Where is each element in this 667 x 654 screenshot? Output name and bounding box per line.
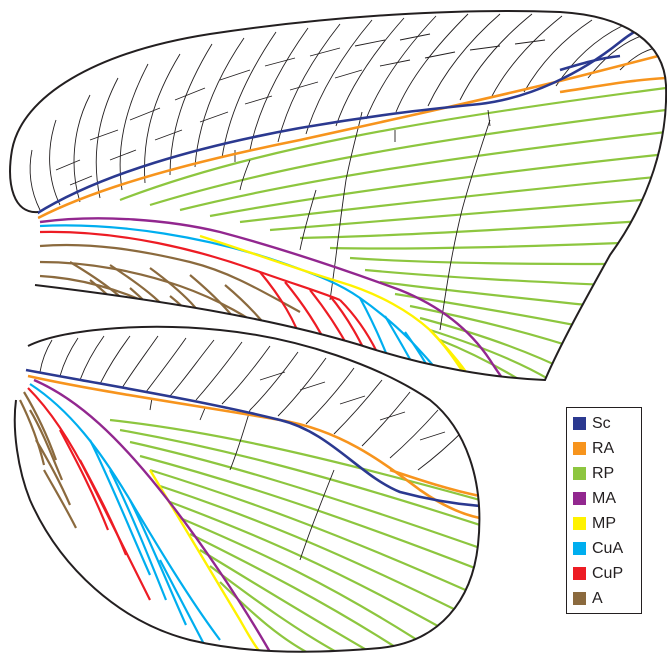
hindwing-sc-vein (25, 368, 480, 508)
legend-swatch-sc (573, 417, 586, 430)
hindwing-ma-vein (33, 378, 272, 652)
legend-swatch-ma (573, 492, 586, 505)
legend-item-cup: CuP (573, 561, 641, 586)
hindwing (13, 325, 481, 653)
legend-label-ra: RA (592, 439, 615, 457)
legend-swatch-rp (573, 467, 586, 480)
legend-label-ma: MA (592, 489, 616, 507)
hindwing-anal-veins (19, 391, 77, 529)
hindwing-cua-veins (29, 383, 221, 649)
hindwing-rp-branches (109, 418, 480, 652)
legend-item-mp: MP (573, 511, 641, 536)
forewing-rp-crossveins (234, 109, 491, 331)
legend-label-cua: CuA (592, 539, 624, 557)
legend-swatch-ra (573, 442, 586, 455)
forewing-mp-vein (199, 234, 472, 379)
legend-label-mp: MP (592, 514, 616, 532)
legend-item-ra: RA (573, 436, 641, 461)
forewing-ra-vein (37, 52, 667, 220)
legend-item-cua: CuA (573, 536, 641, 561)
legend-item-rp: RP (573, 461, 641, 486)
legend-label-sc: Sc (592, 414, 611, 432)
legend-swatch-cua (573, 542, 586, 555)
vein-legend: Sc RA RP MA MP CuA CuP A (566, 407, 642, 614)
legend-swatch-cup (573, 567, 586, 580)
legend-item-a: A (573, 586, 641, 611)
forewing-ma-vein (39, 217, 506, 381)
legend-swatch-mp (573, 517, 586, 530)
hindwing-costal-crossveins (39, 335, 465, 471)
legend-swatch-a (573, 592, 586, 605)
hindwing-cup-veins (27, 387, 151, 601)
legend-item-sc: Sc (573, 411, 641, 436)
hindwing-outline (13, 325, 481, 653)
forewing-costal-crossveins (29, 13, 665, 211)
legend-item-ma: MA (573, 486, 641, 511)
legend-label-a: A (592, 589, 603, 607)
forewing-sc-vein (35, 22, 651, 216)
forewing-outline (9, 9, 667, 382)
legend-label-cup: CuP (592, 564, 624, 582)
legend-label-rp: RP (592, 464, 615, 482)
forewing-rp-branches (119, 86, 667, 381)
forewing-cup-veins (39, 230, 387, 371)
